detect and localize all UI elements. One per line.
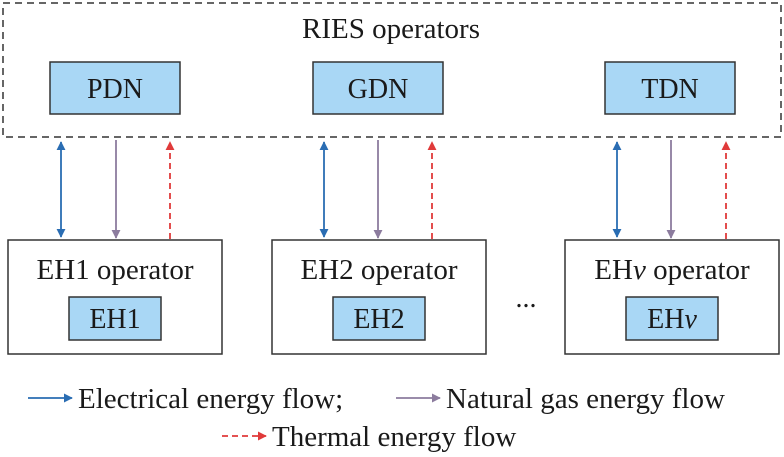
tdn-node: TDN: [604, 61, 736, 115]
eh1-node: [68, 296, 162, 341]
eh1-operator-box: EH1 operator EH1: [7, 239, 223, 355]
legend-thermal-label: Thermal energy flow: [272, 421, 516, 453]
eh2-node: [332, 296, 426, 341]
gdn-label: GDN: [348, 74, 409, 105]
ehv-label: EHv: [647, 304, 697, 335]
ries-operators-container: [2, 2, 782, 138]
tdn-label: TDN: [641, 74, 699, 105]
eh2-operator-box: EH2 operator EH2: [271, 239, 487, 355]
legend: Electrical energy flow; Natural gas ener…: [28, 383, 725, 453]
eh2-label: EH2: [353, 304, 404, 335]
gdn-node: GDN: [312, 61, 444, 115]
pdn-label: PDN: [87, 74, 143, 105]
legend-electrical-label: Electrical energy flow;: [78, 383, 343, 415]
eh1-operator-label: EH1 operator: [36, 254, 193, 286]
eh1-label: EH1: [89, 304, 140, 335]
ehv-operator-box: EHv operator EHv: [564, 239, 780, 355]
ehv-node: [625, 296, 719, 341]
eh2-operator-label: EH2 operator: [300, 254, 457, 286]
ries-operators-title: RIES operators: [302, 13, 480, 45]
ellipsis: ...: [516, 283, 537, 314]
ehv-operator-label: EHv operator: [594, 254, 750, 286]
legend-gas-label: Natural gas energy flow: [446, 383, 725, 415]
pdn-node: PDN: [49, 61, 181, 115]
